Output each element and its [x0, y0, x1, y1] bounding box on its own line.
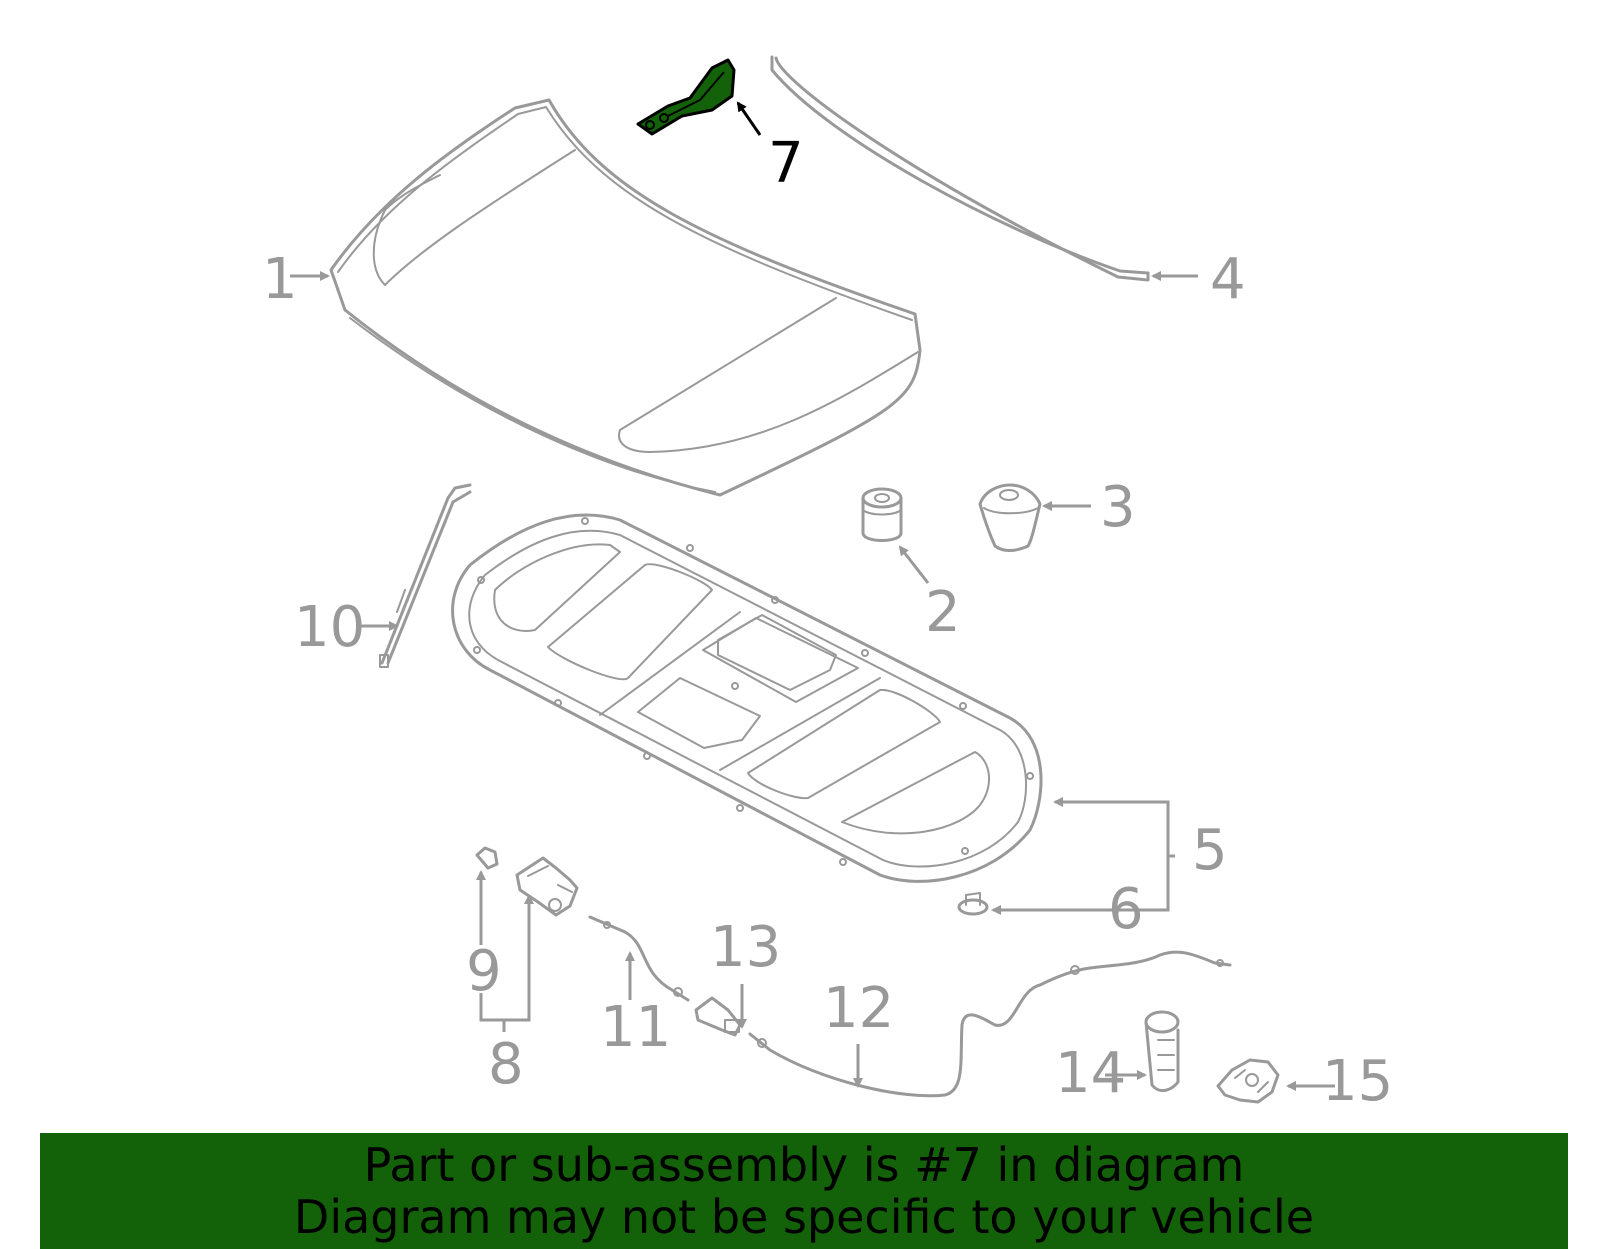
part-4-weatherstrip[interactable]: [770, 55, 1150, 282]
callout-12: 12: [823, 976, 894, 1041]
part-12-release-cable-rear[interactable]: [748, 950, 1232, 1098]
part-8-hood-latch[interactable]: [515, 856, 579, 917]
part-14-release-handle[interactable]: [1144, 1010, 1180, 1093]
callout-1: 1: [262, 247, 298, 312]
callout-8: 8: [488, 1032, 524, 1097]
part-7-hood-hinge[interactable]: [636, 58, 736, 136]
callout-7: 7: [768, 131, 804, 196]
callout-6: 6: [1108, 877, 1144, 942]
callout-10: 10: [294, 595, 365, 660]
part-1-hood[interactable]: [329, 98, 922, 497]
part-10-prop-rod[interactable]: [379, 483, 472, 668]
part-11-release-cable-front[interactable]: [588, 915, 690, 1002]
part-6-insulator-clip[interactable]: [957, 892, 989, 916]
part-3-hood-stop[interactable]: [978, 483, 1042, 552]
part-13-cable-connector[interactable]: [694, 996, 742, 1037]
callout-13: 13: [710, 915, 781, 980]
info-banner: Part or sub-assembly is #7 in diagram Di…: [40, 1133, 1568, 1249]
callout-labels: 1 2 3 4 5 6 7 8 9 10 11 12 13 14 15: [262, 131, 1393, 1114]
callout-3: 3: [1100, 475, 1136, 540]
part-2-hood-bumper[interactable]: [861, 487, 903, 542]
callout-4: 4: [1210, 247, 1246, 312]
part-9-latch-bolt[interactable]: [475, 846, 499, 870]
callout-14: 14: [1055, 1041, 1126, 1106]
callout-9: 9: [466, 939, 502, 1004]
callout-15: 15: [1322, 1049, 1393, 1114]
callout-11: 11: [600, 995, 671, 1060]
leader-lines: [290, 101, 1335, 1091]
part-15-handle-bracket[interactable]: [1216, 1058, 1280, 1104]
banner-line-disclaimer: Diagram may not be specific to your vehi…: [293, 1190, 1315, 1244]
part-5-hood-insulator[interactable]: [451, 513, 1043, 883]
callout-5: 5: [1192, 818, 1228, 883]
banner-line-part-info: Part or sub-assembly is #7 in diagram: [363, 1138, 1245, 1192]
callout-2: 2: [925, 580, 961, 645]
